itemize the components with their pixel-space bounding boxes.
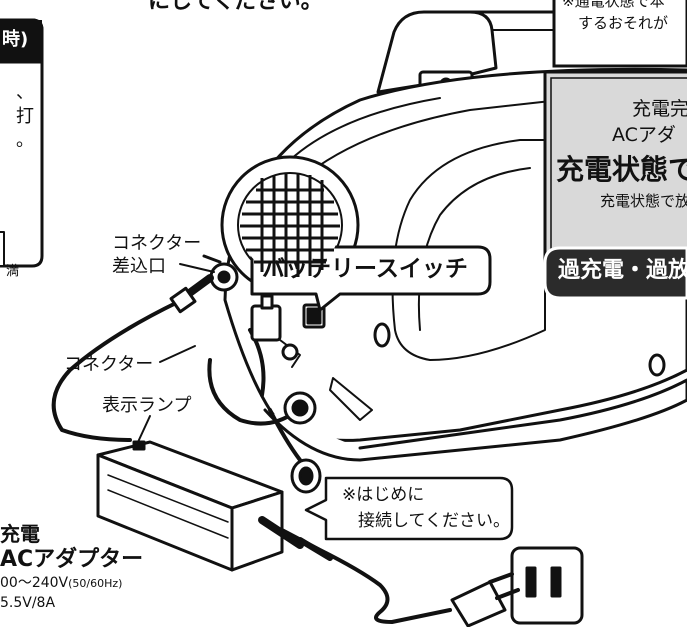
battery-switch-label: バッテリースイッチ xyxy=(262,256,468,282)
adapter-spec-input-hz: (50/60Hz) xyxy=(68,577,123,590)
connect-first-label-2: 接続してください。 xyxy=(358,511,510,531)
grey-panel-line-1: 充電完 xyxy=(632,98,687,120)
ac-cord xyxy=(280,528,452,624)
left-box-side-char: 満 xyxy=(6,264,20,279)
grey-panel-line-3: 充電状態で xyxy=(556,153,687,186)
left-box-line-3: 。 xyxy=(16,130,34,151)
overcharge-banner-text: 過充電・過放 xyxy=(558,258,687,283)
indicator-lamp xyxy=(132,440,146,451)
warning-line-2: するおそれが xyxy=(578,14,669,32)
fan-grille-mesh xyxy=(240,174,340,277)
left-info-side-cell xyxy=(0,231,5,267)
warning-box xyxy=(552,0,687,68)
overcharge-banner xyxy=(543,246,687,300)
ac-plug xyxy=(450,580,507,627)
grey-panel-line-2: ACアダ xyxy=(612,124,676,146)
connector-label: コネクター xyxy=(64,354,154,375)
adapter-spec-input-main: 00～240V xyxy=(0,575,69,591)
connect-first-callout xyxy=(304,476,514,541)
adapter-title-1: 充電 xyxy=(0,522,40,546)
adapter-spec-input: 00～240V(50/60Hz) xyxy=(0,576,122,590)
dc-connector-plug xyxy=(169,286,197,314)
left-box-line-1: 、 xyxy=(16,82,34,103)
connector-socket-label-1: コネクター xyxy=(112,233,202,254)
adapter-spec-output: 5.5V/8A xyxy=(0,595,56,611)
indicator-lamp-label: 表示ランプ xyxy=(102,395,192,416)
wall-outlet xyxy=(510,546,584,625)
adapter-title-2: ACアダプター xyxy=(0,547,144,572)
left-box-tab-label: 時) xyxy=(2,29,29,50)
warning-line-1: ※通電状態で本 xyxy=(562,0,665,10)
left-box-line-2: 打 xyxy=(16,106,34,127)
dc-cable xyxy=(51,300,180,442)
grey-panel-line-4: 充電状態で放 xyxy=(600,192,687,210)
connector-socket-label-2: 差込口 xyxy=(112,256,166,277)
page-title-fragment: にしてください。 xyxy=(148,0,323,14)
battery-switch-toggle xyxy=(306,307,322,325)
device-base xyxy=(263,378,687,462)
connect-first-label-1: ※はじめに xyxy=(342,485,425,505)
battery-plug xyxy=(250,304,282,342)
ac-adapter-side xyxy=(230,490,284,572)
